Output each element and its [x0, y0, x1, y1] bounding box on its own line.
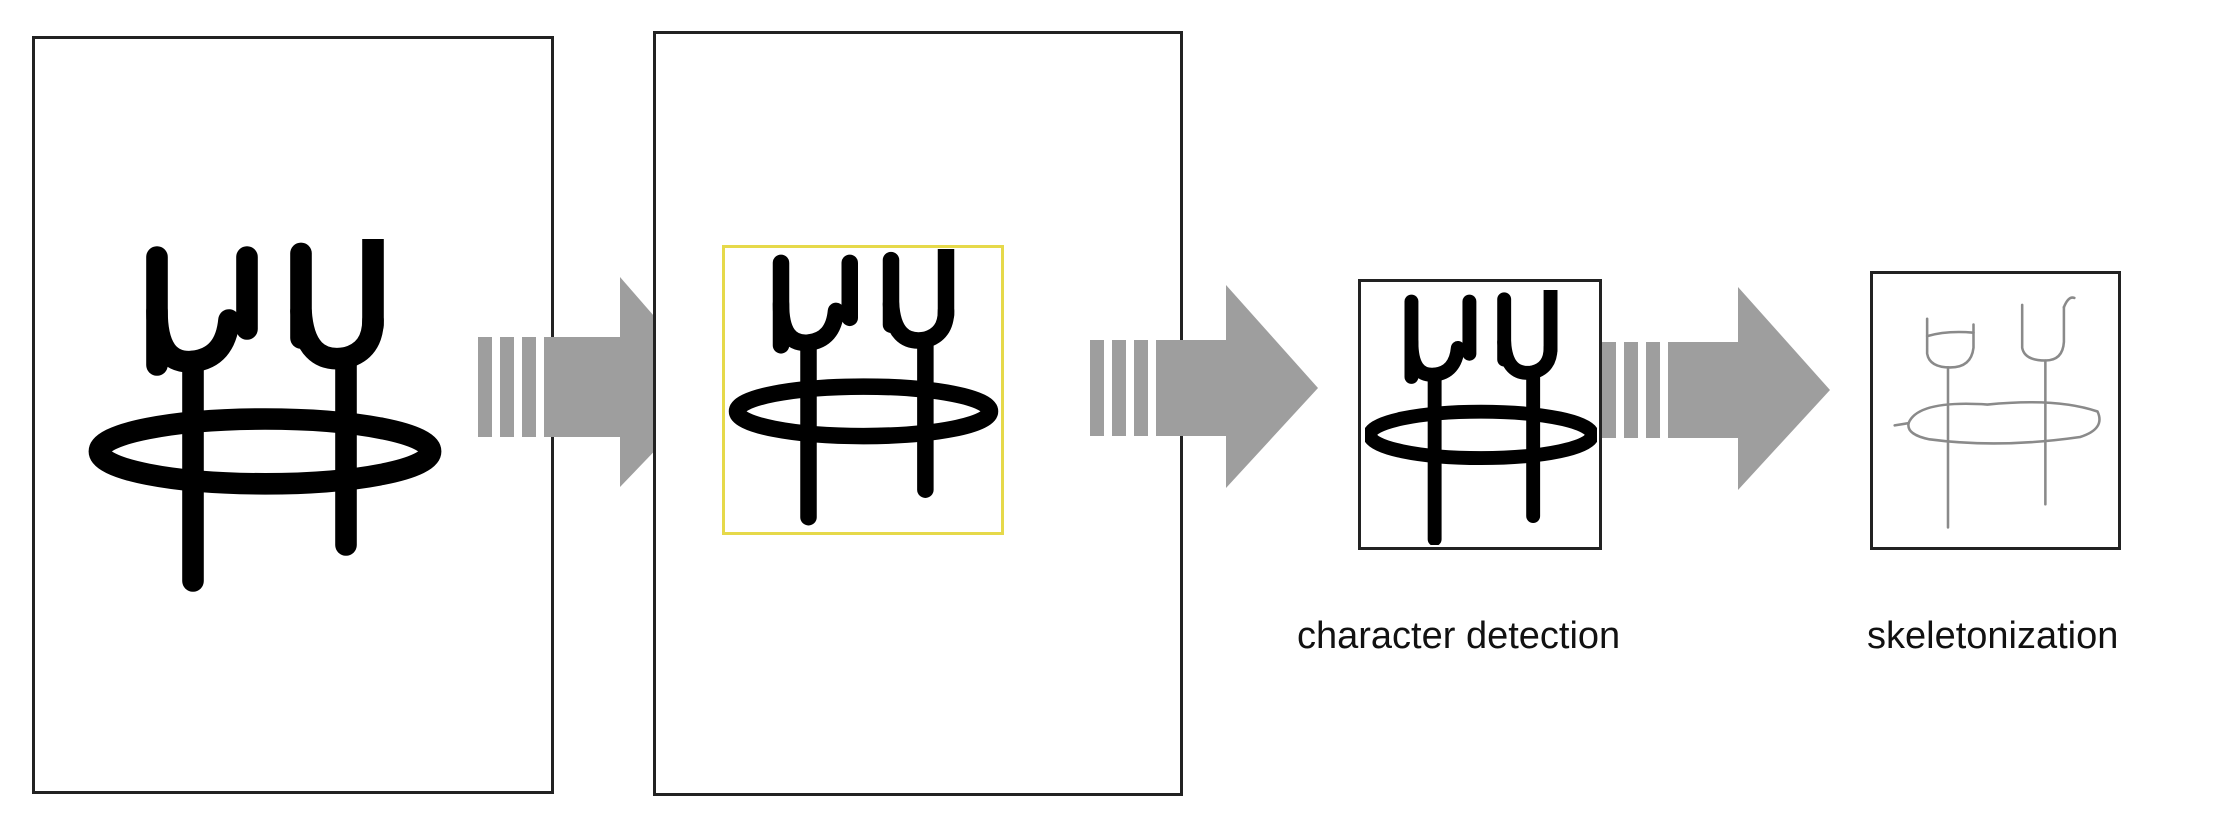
skeleton-panel [1870, 271, 2121, 550]
character-crop-panel [1358, 279, 1602, 550]
ink-glyph-icon [88, 239, 442, 592]
detection-box [722, 245, 1004, 535]
arrow-right-icon [1090, 285, 1318, 488]
skeleton-glyph-icon [1893, 296, 2101, 529]
character-detection-caption: character detection [1297, 615, 1621, 657]
input-page-panel [32, 36, 554, 794]
ink-glyph-icon [728, 249, 999, 526]
ink-glyph-icon [1365, 290, 1597, 545]
skeletonization-caption: skeletonization [1867, 615, 2119, 657]
arrow-right-icon [1602, 287, 1830, 490]
